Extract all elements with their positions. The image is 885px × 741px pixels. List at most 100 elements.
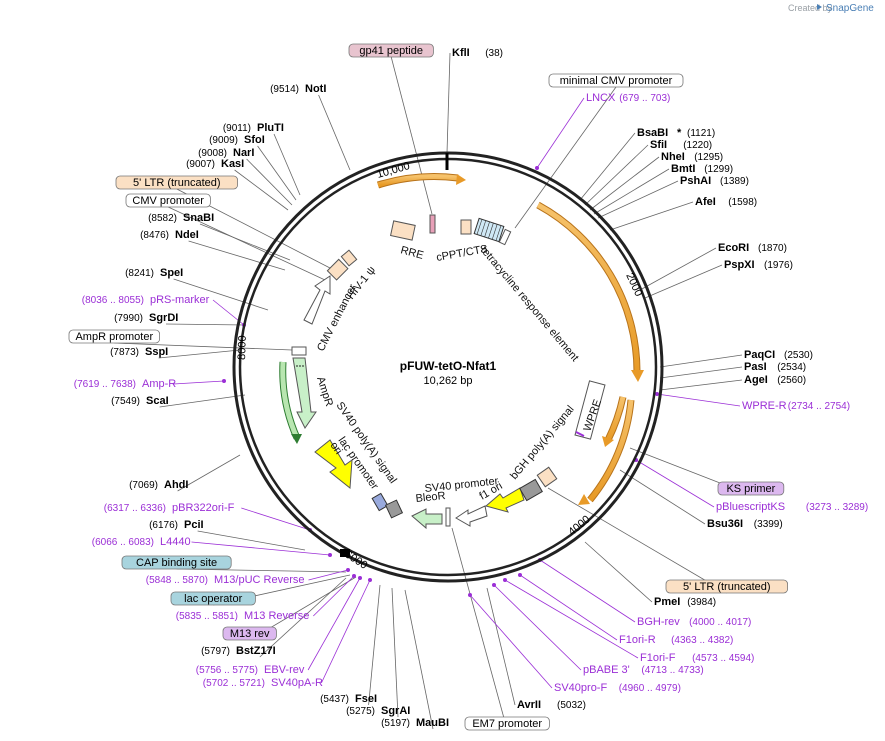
ampr-arc-fill [280,361,300,440]
enzyme-spei: SpeI [160,267,183,279]
enzyme-sfoi: SfoI [244,134,265,146]
sv40-polya-box[interactable] [384,499,404,519]
enzyme-pos: (1598) [728,197,757,208]
enzyme-paqci: PaqCI [744,349,775,361]
primer-f1orir: F1ori-R [619,634,656,646]
feature-box-label: CMV promoter [132,195,204,207]
feature-box-1[interactable] [548,73,684,88]
snapgene-icon [817,4,822,10]
enzyme-pmei: PmeI [654,596,680,608]
enzyme-pos: (2534) [777,362,806,373]
ampr-label: AmpR [314,375,335,408]
enzyme-pos: (3984) [687,597,716,608]
primer-range: (4960 .. 4979) [619,683,681,694]
enzyme-pos: (5797) [201,646,230,657]
enzyme-pos: (1870) [758,243,787,254]
bleor-arrow[interactable] [411,508,443,530]
ltr-left-box[interactable] [326,258,349,281]
bgh-box[interactable] [519,478,543,502]
gp41-mark[interactable] [429,214,436,234]
enzyme-bsu36i: Bsu36I [707,518,743,530]
cmv-enhancer-arrow[interactable] [303,275,331,325]
ori-arrow[interactable] [314,439,353,489]
primer-f1orif: F1ori-F [640,652,676,664]
ampr-arrow[interactable] [292,357,317,429]
enzyme-agei: AgeI [744,374,768,386]
orf-arrow-top [456,174,466,185]
primer-sv40prof: SV40pro-F [554,682,607,694]
enzyme-pos: (38) [485,48,503,59]
primer-prsmarker: pRS-marker [150,294,210,306]
orf-arc-right-fill [536,202,640,373]
primer-m13reverse: M13 Reverse [244,610,309,622]
cppt-box[interactable] [460,219,472,235]
enzyme-bstz17i: BstZ17I [236,645,276,657]
orf-arc-top-fill [377,174,459,188]
primer-range: (2734 .. 2754) [788,401,850,412]
enzyme-pspxi: PspXI [724,259,755,271]
enzyme-kasi: KasI [221,158,244,170]
primer-range: (6066 .. 6083) [92,537,154,548]
primer-range: (7619 .. 7638) [74,379,136,390]
orf-arrow-lower [578,494,590,505]
enzyme-fsei: FseI [355,693,377,705]
primer-ebvrev: EBV-rev [264,664,305,676]
plasmid-name: pFUW-tetO-Nfat1 [400,359,497,373]
wpre-box[interactable] [574,380,606,440]
primer-site-mark [467,593,472,598]
feature-box-7[interactable] [222,626,277,641]
enzyme-pos: (2530) [784,350,813,361]
enzyme-maubi: MauBI [416,717,449,729]
enzyme-pos: (1295) [694,152,723,163]
enzyme-noti: NotI [305,83,326,95]
enzyme-pos: (8476) [140,230,169,241]
tre-label: tetracycline response element [478,244,581,364]
ltr-right-box[interactable] [536,466,558,488]
enzyme-pos: (5437) [320,694,349,705]
hiv-psi-box[interactable] [340,249,358,267]
label-leader-lines [114,52,752,731]
rre-label: RRE [399,244,425,262]
em7-box[interactable] [445,507,451,527]
enzyme-pos: (9007) [186,159,215,170]
f1-ori-arrow[interactable] [484,487,525,513]
feature-box-2[interactable] [115,175,238,190]
ampr-promoter-box[interactable] [291,346,307,356]
primer-site-mark [518,573,523,578]
primer-leader-lines [173,97,741,689]
feature-box-label: gp41 peptide [359,45,423,57]
enzyme-pos: (3399) [754,519,783,530]
enzyme-pshai: PshAI [680,175,711,187]
enzyme-pos: (7549) [111,396,140,407]
sv40-promoter-arrow[interactable] [455,505,488,527]
tre-box[interactable] [473,217,505,243]
enzyme-kfli: KflI [452,47,470,59]
feature-box-5[interactable] [121,555,232,570]
enzyme-pcii: PciI [184,519,204,531]
orf-arc-lower-fill [588,399,634,502]
cap-lac-box[interactable] [371,492,389,512]
feature-box-8[interactable] [717,481,785,496]
feature-box-label: 5' LTR (truncated) [683,581,770,593]
feature-box-4[interactable] [68,329,160,344]
feature-box-0[interactable] [348,43,434,58]
feature-box-label: KS primer [726,483,775,495]
rre-box[interactable] [389,220,416,241]
primer-site-mark [221,378,226,383]
feature-box-6[interactable] [170,591,256,606]
feature-box-3[interactable] [125,193,211,208]
enzyme-snabi: SnaBI [183,212,214,224]
enzyme-pos: (9514) [270,84,299,95]
feature-box-9[interactable] [665,579,788,594]
primer-range: (4713 .. 4733) [641,665,703,676]
ampr-arc-arrow [291,434,302,444]
minimal-cmv-box[interactable] [498,228,512,246]
enzyme-pos: (1976) [764,260,793,271]
enzyme-pos: (1389) [720,176,749,187]
feature-box-10[interactable] [464,716,550,731]
primer-site-mark [502,578,507,583]
feature-box-label: CAP binding site [136,557,217,569]
primer-range: (5835 .. 5851) [176,611,238,622]
orf-arc-right[interactable] [536,201,641,373]
